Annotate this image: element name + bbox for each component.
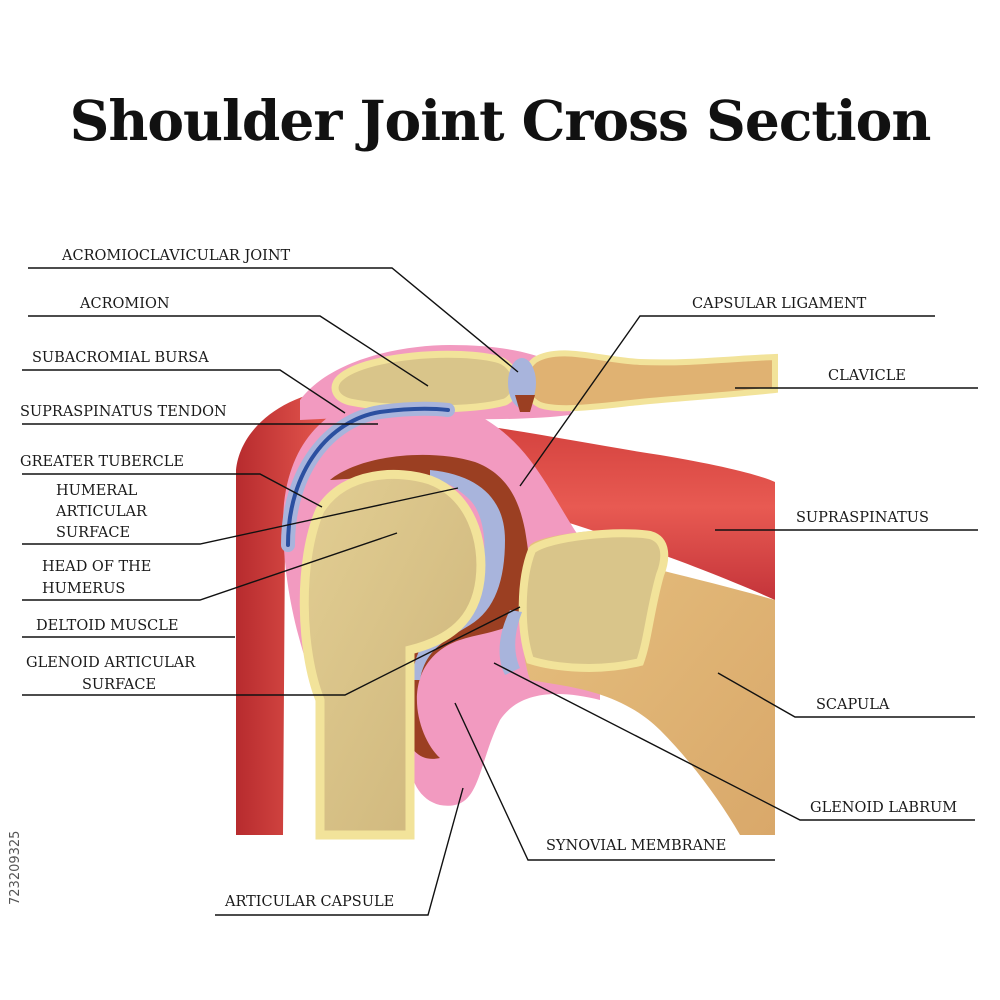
- ac-joint-cavity: [515, 395, 535, 412]
- label-capsular-ligament: CAPSULAR LIGAMENT: [692, 296, 867, 312]
- label-subacromial-bursa: SUBACROMIAL BURSA: [32, 350, 209, 366]
- joint-cavity: [330, 454, 530, 759]
- label-acromion: ACROMION: [79, 296, 170, 312]
- subacromial-bursa-line: [286, 406, 450, 547]
- label-scapula: SCAPULA: [816, 697, 890, 713]
- label-supraspinatus-tendon: SUPRASPINATUS TENDON: [20, 404, 227, 420]
- stock-id-watermark: 723209325: [8, 830, 23, 905]
- glenoid-bone: [518, 529, 669, 672]
- label-synovial-membrane: SYNOVIAL MEMBRANE: [546, 838, 726, 854]
- acromion-bone: [331, 350, 520, 413]
- label-humeral-articular-surface-3: SURFACE: [56, 525, 130, 541]
- label-humeral-articular-surface-2: ARTICULAR: [55, 504, 148, 520]
- label-supraspinatus: SUPRASPINATUS: [796, 510, 929, 526]
- page-title: Shoulder Joint Cross Section: [69, 88, 932, 153]
- label-deltoid-muscle: DELTOID MUSCLE: [36, 618, 179, 634]
- label-humeral-articular-surface-1: HUMERAL: [56, 483, 138, 499]
- label-greater-tubercle: GREATER TUBERCLE: [20, 454, 184, 470]
- clavicle-bone: [521, 350, 778, 412]
- label-articular-capsule: ARTICULAR CAPSULE: [224, 894, 394, 910]
- humerus-bone: [299, 469, 486, 840]
- label-clavicle: CLAVICLE: [828, 368, 906, 384]
- glenoid-labrum: [499, 610, 522, 675]
- label-head-of-humerus-1: HEAD OF THE: [42, 559, 151, 575]
- label-glenoid-labrum: GLENOID LABRUM: [810, 800, 957, 816]
- label-glenoid-articular-surface-2: SURFACE: [82, 677, 156, 693]
- label-glenoid-articular-surface-1: GLENOID ARTICULAR: [26, 655, 196, 671]
- label-acromioclavicular-joint: ACROMIOCLAVICULAR JOINT: [61, 248, 291, 264]
- pointer-lines: [22, 267, 978, 916]
- label-head-of-humerus-2: HUMERUS: [42, 581, 125, 597]
- deltoid-muscle: [236, 387, 401, 835]
